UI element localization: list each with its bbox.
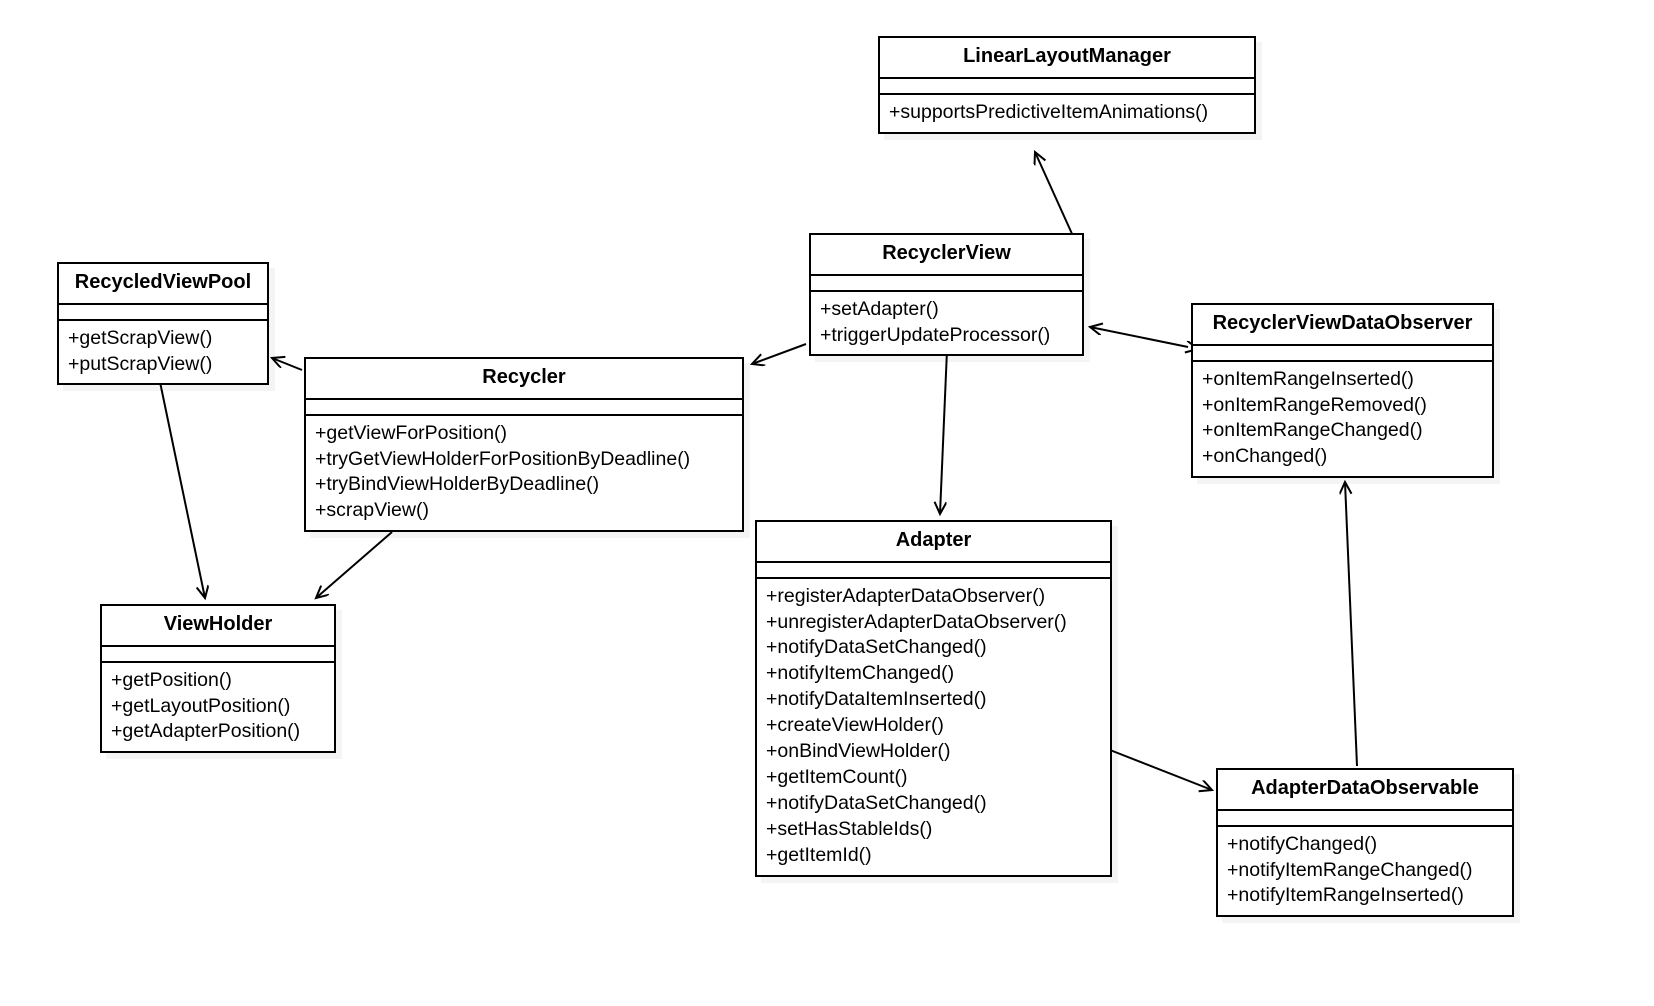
edge-adapterdataobservable-observer <box>1345 482 1358 767</box>
method-item: +notifyItemChanged() <box>766 662 955 685</box>
class-title-adapter-data-observable: AdapterDataObservable <box>1218 770 1512 811</box>
class-attributes-adapter-data-observable <box>1218 811 1512 827</box>
class-box-recycler[interactable]: Recycler +getViewForPosition() +tryGetVi… <box>304 357 744 533</box>
class-methods-view-holder: +getPosition() +getLayoutPosition() +get… <box>102 663 334 752</box>
method-item: +supportsPredictiveItemAnimations() <box>889 100 1209 123</box>
class-box-adapter[interactable]: Adapter +registerAdapterDataObserver() +… <box>755 520 1112 877</box>
method-item: +notifyItemRangeInserted() <box>1227 884 1464 907</box>
edge-observer-recyclerview <box>1090 327 1188 347</box>
method-item: +tryBindViewHolderByDeadline() <box>315 473 600 496</box>
class-methods-recycler-view-data-observer: +onItemRangeInserted() +onItemRangeRemov… <box>1193 362 1492 477</box>
method-item: +scrapView() <box>315 499 429 522</box>
class-methods-linear-layout-manager: +supportsPredictiveItemAnimations() <box>880 95 1254 132</box>
class-attributes-view-holder <box>102 647 334 663</box>
class-methods-recycler-view: +setAdapter() +triggerUpdateProcessor() <box>811 292 1082 355</box>
method-item: +getViewForPosition() <box>315 421 508 444</box>
class-box-recycled-view-pool[interactable]: RecycledViewPool +getScrapView() +putScr… <box>57 262 269 386</box>
method-item: +onChanged() <box>1202 445 1328 468</box>
class-box-linear-layout-manager[interactable]: LinearLayoutManager +supportsPredictiveI… <box>878 36 1256 134</box>
class-methods-adapter: +registerAdapterDataObserver() +unregist… <box>757 579 1110 875</box>
method-item: +registerAdapterDataObserver() <box>766 584 1046 607</box>
class-title-view-holder: ViewHolder <box>102 606 334 647</box>
class-methods-recycler: +getViewForPosition() +tryGetViewHolderF… <box>306 416 742 531</box>
method-item: +getLayoutPosition() <box>111 694 291 717</box>
method-item: +onItemRangeInserted() <box>1202 367 1414 390</box>
class-attributes-recycler-view <box>811 276 1082 292</box>
method-item: +getScrapView() <box>68 326 213 349</box>
method-item: +triggerUpdateProcessor() <box>820 323 1051 346</box>
class-title-recycler-view: RecyclerView <box>811 235 1082 276</box>
edge-adapter-adapterdataobservable <box>1109 749 1212 790</box>
class-attributes-adapter <box>757 563 1110 579</box>
class-attributes-linear-layout-manager <box>880 79 1254 95</box>
method-item: +setHasStableIds() <box>766 817 933 840</box>
method-item: +getAdapterPosition() <box>111 720 301 743</box>
class-title-linear-layout-manager: LinearLayoutManager <box>880 38 1254 79</box>
method-item: +createViewHolder() <box>766 714 944 737</box>
class-box-adapter-data-observable[interactable]: AdapterDataObservable +notifyChanged() +… <box>1216 768 1514 918</box>
method-item: +notifyDataSetChanged() <box>766 636 987 659</box>
method-item: +notifyDataItemInserted() <box>766 688 987 711</box>
method-item: +unregisterAdapterDataObserver() <box>766 610 1067 633</box>
method-item: +notifyItemRangeChanged() <box>1227 858 1473 881</box>
method-item: +onItemRangeRemoved() <box>1202 393 1427 416</box>
method-item: +onItemRangeChanged() <box>1202 419 1423 442</box>
class-methods-adapter-data-observable: +notifyChanged() +notifyItemRangeChanged… <box>1218 827 1512 916</box>
class-attributes-recycler <box>306 400 742 416</box>
method-item: +getItemId() <box>766 843 872 866</box>
method-item: +onBindViewHolder() <box>766 740 951 763</box>
class-methods-recycled-view-pool: +getScrapView() +putScrapView() <box>59 321 267 384</box>
class-box-view-holder[interactable]: ViewHolder +getPosition() +getLayoutPosi… <box>100 604 336 754</box>
method-item: +getItemCount() <box>766 766 908 789</box>
edge-recycler-recycledviewpool <box>272 358 303 371</box>
class-attributes-recycler-view-data-observer <box>1193 346 1492 362</box>
edge-recycledviewpool-viewholder <box>159 381 205 598</box>
class-title-recycled-view-pool: RecycledViewPool <box>59 264 267 305</box>
method-item: +notifyDataSetChanged() <box>766 791 987 814</box>
class-title-recycler-view-data-observer: RecyclerViewDataObserver <box>1193 305 1492 346</box>
edge-recycler-viewholder <box>316 531 393 598</box>
edge-recyclerview-linearlayoutmanager <box>1035 152 1074 237</box>
method-item: +putScrapView() <box>68 352 213 375</box>
edge-recyclerview-adapter <box>940 349 948 514</box>
class-box-recycler-view[interactable]: RecyclerView +setAdapter() +triggerUpdat… <box>809 233 1084 357</box>
class-box-recycler-view-data-observer[interactable]: RecyclerViewDataObserver +onItemRangeIns… <box>1191 303 1494 479</box>
method-item: +setAdapter() <box>820 297 939 320</box>
class-attributes-recycled-view-pool <box>59 305 267 321</box>
class-title-adapter: Adapter <box>757 522 1110 563</box>
method-item: +getPosition() <box>111 668 232 691</box>
method-item: +tryGetViewHolderForPositionByDeadline() <box>315 447 691 470</box>
edge-recyclerview-recycler <box>752 343 807 364</box>
class-title-recycler: Recycler <box>306 359 742 400</box>
method-item: +notifyChanged() <box>1227 832 1378 855</box>
